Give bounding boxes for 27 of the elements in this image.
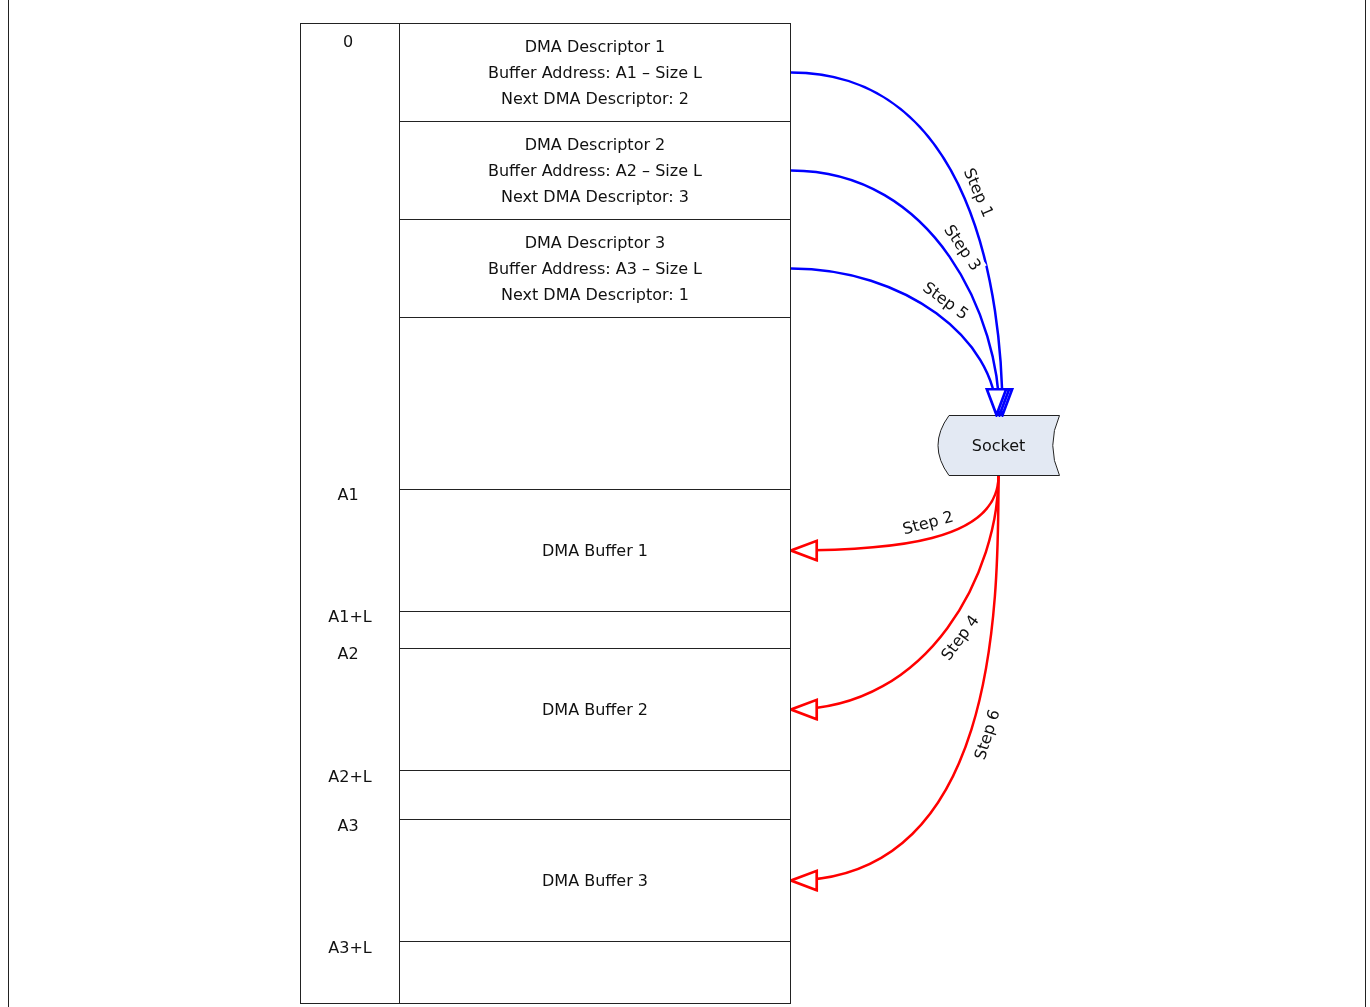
buffer-label: DMA Buffer 1	[542, 539, 648, 562]
arrow	[790, 71, 1013, 417]
buffer-label: DMA Buffer 3	[542, 869, 648, 892]
address-label: A3+L	[328, 937, 372, 957]
socket-label: Socket	[971, 434, 1026, 457]
descriptor-address-text: Buffer Address: A3 – Size L	[488, 257, 702, 280]
arrow	[790, 169, 1010, 417]
descriptor-title-text: DMA Descriptor 2	[524, 133, 666, 156]
buffer-label: DMA Buffer 2	[542, 698, 648, 721]
arrow	[790, 267, 1005, 417]
descriptor-block	[399, 23, 791, 122]
descriptor-next-text: Next DMA Descriptor: 1	[501, 283, 689, 306]
descriptor-address-text: Buffer Address: A2 – Size L	[488, 159, 702, 182]
descriptor-next-text: Next DMA Descriptor: 3	[501, 185, 689, 208]
socket-shape	[937, 415, 1060, 476]
address-label: 0	[342, 31, 354, 51]
descriptor-title-text: DMA Descriptor 3	[524, 231, 666, 254]
address-label: A2	[337, 643, 359, 663]
address-label: A1+L	[328, 606, 372, 626]
memory-block	[399, 941, 791, 1004]
address-label: A3	[337, 815, 359, 835]
descriptor-next-text: Next DMA Descriptor: 2	[501, 87, 689, 110]
address-label: A1	[337, 484, 359, 504]
descriptor-address-text: Buffer Address: A1 – Size L	[488, 61, 702, 84]
arrow	[789, 476, 1000, 889]
address-label: A2+L	[328, 766, 372, 786]
descriptor-title-text: DMA Descriptor 1	[524, 35, 666, 58]
